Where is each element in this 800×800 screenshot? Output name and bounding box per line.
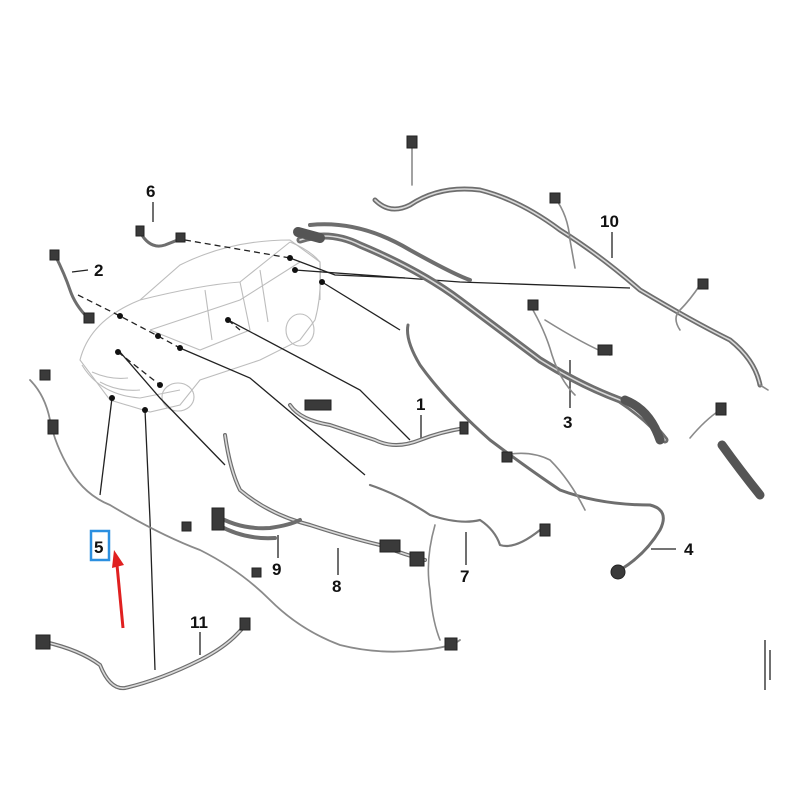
reference-dashed-lines [77, 239, 291, 386]
callout-1: 1 [416, 395, 425, 414]
callout-2: 2 [94, 261, 103, 280]
callout-5-highlight-box [89, 529, 111, 562]
part-11-cable [35, 617, 251, 691]
callout-11: 11 [190, 613, 208, 632]
callout-8: 8 [332, 577, 341, 596]
callout-10: 10 [600, 212, 619, 231]
callout-4: 4 [684, 540, 694, 559]
part-8-harness [223, 433, 427, 567]
car-outline [79, 239, 321, 413]
part-3-harness [293, 222, 765, 500]
part-9-harness [211, 507, 302, 541]
callout-6: 6 [146, 182, 155, 201]
callout-7: 7 [460, 567, 469, 586]
part-4-harness [406, 323, 665, 580]
part-7-harness [368, 483, 551, 641]
part-2-cable [49, 249, 95, 324]
callout-5: 5 [94, 538, 103, 557]
corner-mark [764, 640, 771, 690]
callout-labels: 6 2 10 3 1 4 7 8 9 11 5 [94, 182, 694, 632]
highlight-arrow [112, 550, 125, 629]
callout-3: 3 [563, 413, 572, 432]
part-10-harness [372, 135, 769, 391]
part-5-cable [29, 369, 461, 653]
leader-lines [71, 202, 676, 671]
part-1-harness [288, 399, 469, 447]
reference-dots [109, 255, 325, 413]
part-6-cable [135, 225, 186, 248]
callout-9: 9 [272, 560, 281, 579]
